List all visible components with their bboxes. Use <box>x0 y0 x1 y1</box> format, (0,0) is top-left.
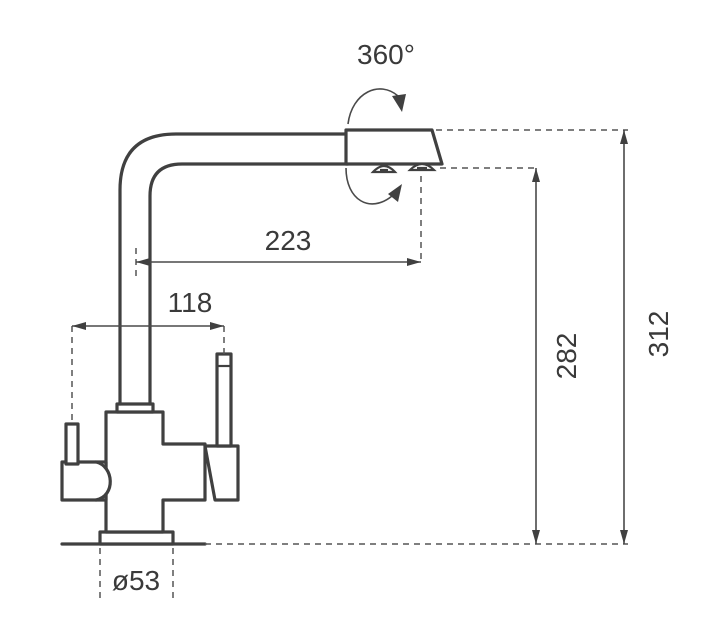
rotation-label: 360° <box>357 39 415 70</box>
water-outlets <box>370 162 437 174</box>
spout-reach-dimension: 223 <box>135 176 422 280</box>
outlet-height-arrow-bottom <box>532 530 540 544</box>
spout-tube-outer <box>118 132 350 406</box>
rotation-indicator: 360° <box>345 39 415 205</box>
rotation-arrow-bottom <box>345 167 393 205</box>
reach-arrow-right <box>407 258 421 266</box>
left-lever <box>64 422 80 466</box>
rotation-arrowhead-bottom <box>388 184 402 202</box>
right-lever <box>215 352 233 448</box>
spout-head <box>344 128 444 166</box>
rotation-arrowhead-top <box>392 94 406 112</box>
spout-reach-label: 223 <box>265 225 312 256</box>
right-housing <box>203 444 240 502</box>
reach-arrow-left <box>136 258 150 266</box>
base-diameter-label: ø53 <box>112 565 160 596</box>
outlet-height-arrow-top <box>532 168 540 182</box>
faucet-body <box>60 352 240 546</box>
left-housing-dome <box>94 460 112 502</box>
total-height-arrow-bottom <box>620 530 628 544</box>
spout-collar <box>115 402 155 414</box>
central-body <box>104 410 207 534</box>
base-flange <box>98 530 175 546</box>
rotation-arrow-top <box>347 88 399 125</box>
span-arrow-left <box>72 322 86 330</box>
total-height-arrow-top <box>620 130 628 144</box>
base-diameter-dimension: ø53 <box>99 548 174 598</box>
total-height-dimension: 312 <box>436 129 674 544</box>
handle-span-dimension: 118 <box>71 287 225 422</box>
spout <box>118 128 444 406</box>
outlet-height-label: 282 <box>551 333 582 380</box>
total-height-label: 312 <box>643 311 674 358</box>
outlet-height-dimension: 282 <box>440 167 582 544</box>
handle-span-label: 118 <box>168 287 213 318</box>
spout-tube-inner <box>148 162 350 406</box>
span-arrow-right <box>210 322 224 330</box>
